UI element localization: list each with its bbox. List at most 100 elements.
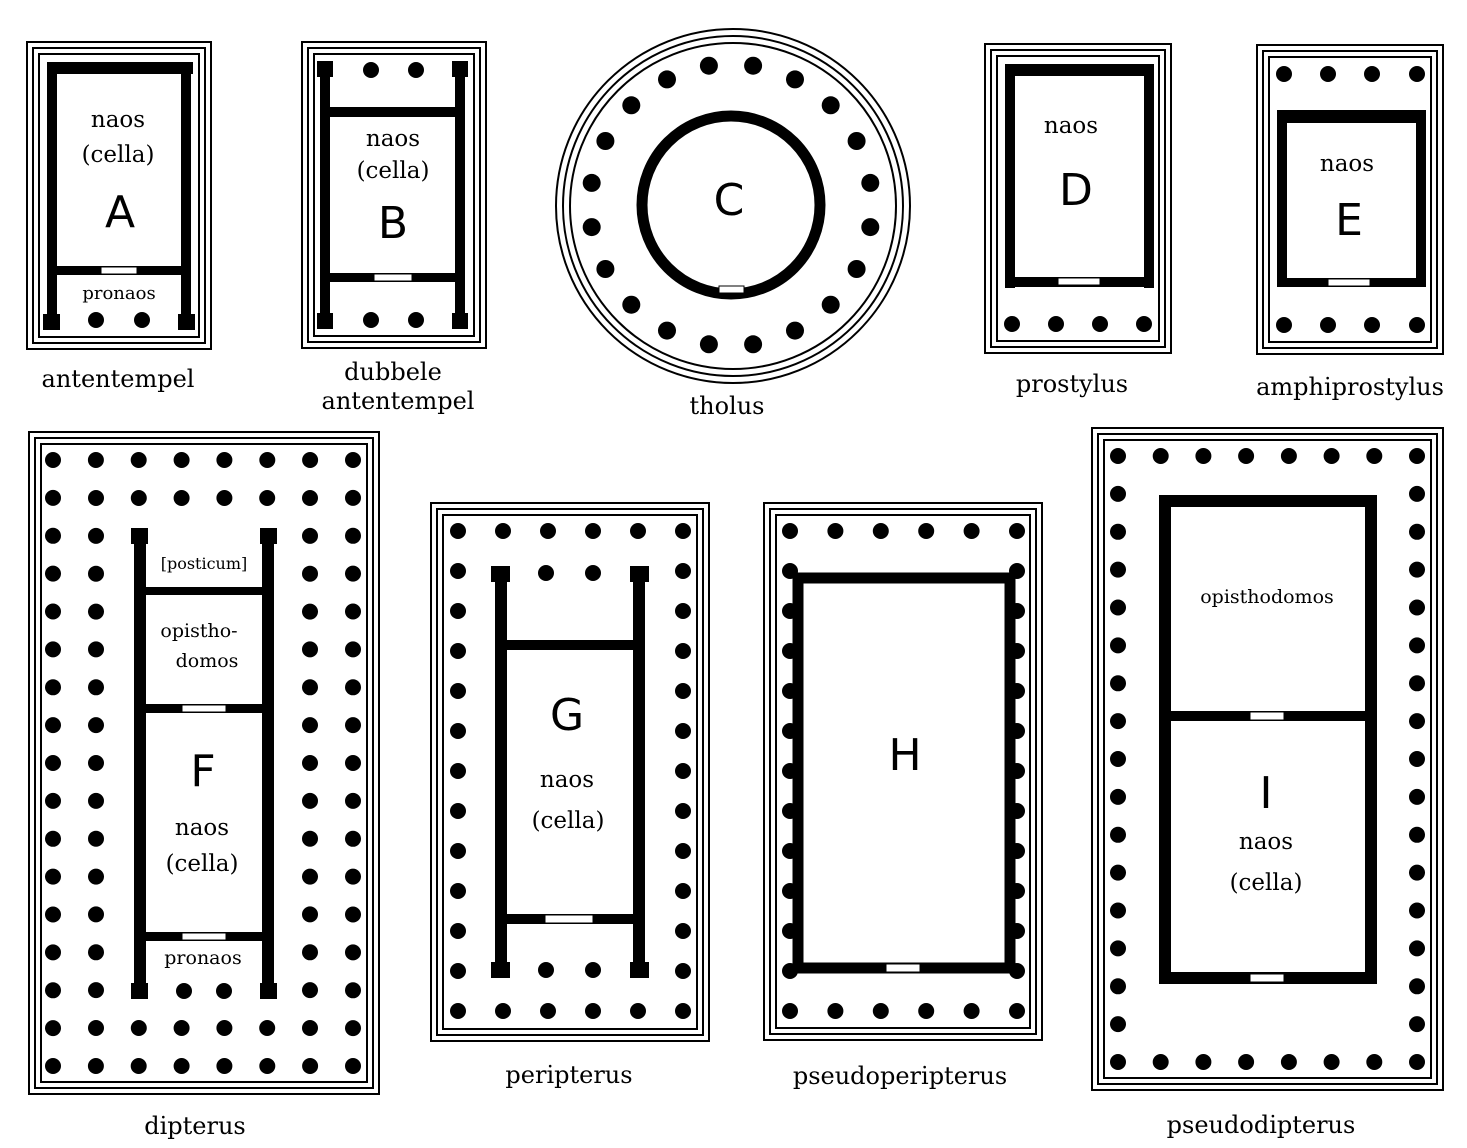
column-dot <box>45 679 61 696</box>
column-dot <box>1409 940 1425 957</box>
column-dot <box>675 603 691 619</box>
caption-pseudoperipterus: pseudoperipterus <box>793 1062 1007 1090</box>
column-dot <box>345 489 361 506</box>
column-dot <box>302 452 319 468</box>
column-dot <box>1409 1016 1425 1033</box>
column-dot <box>450 643 466 659</box>
column-dot <box>495 1003 511 1019</box>
columns <box>363 62 424 328</box>
column-dot <box>173 1020 190 1036</box>
door <box>885 963 921 973</box>
column-dot <box>1110 485 1126 502</box>
column-dot <box>302 565 318 582</box>
columns <box>450 523 691 1019</box>
column-dot <box>1110 978 1126 995</box>
column-dot <box>345 906 361 923</box>
column-dot <box>216 490 233 506</box>
column-dot <box>259 1020 276 1036</box>
column-dot <box>630 1003 646 1019</box>
label-cella: (cella) <box>166 851 239 877</box>
columns <box>582 56 880 354</box>
column-dot <box>259 490 276 506</box>
column-dot <box>1110 826 1126 843</box>
column-dot <box>302 792 318 809</box>
label-naos: naos <box>91 107 145 133</box>
column-dot <box>45 982 61 999</box>
plan-letter: I <box>1260 768 1273 819</box>
column-dot <box>1280 448 1297 464</box>
column-dot <box>1409 826 1425 843</box>
column-dot <box>302 944 318 961</box>
column-dot <box>450 603 466 619</box>
column-dot <box>450 723 466 739</box>
column-dot <box>1110 599 1126 616</box>
column-dot <box>173 452 190 468</box>
column-dot <box>1110 1016 1126 1033</box>
column-dot <box>302 679 318 696</box>
plan-letter: B <box>378 198 408 249</box>
column-dot <box>861 218 880 237</box>
column-dot <box>630 523 646 539</box>
column-dot <box>45 755 61 771</box>
stylobate-outline <box>28 431 380 1095</box>
column-dot <box>658 321 676 340</box>
column-dot <box>1195 1054 1212 1070</box>
column-dot <box>259 452 276 468</box>
columns <box>88 312 150 328</box>
door <box>718 285 745 294</box>
column-dot <box>88 755 104 771</box>
plan-letter: E <box>1335 195 1363 246</box>
door <box>181 704 227 941</box>
column-dot <box>450 683 466 699</box>
column-dot <box>675 563 691 579</box>
column-dot <box>1009 523 1025 539</box>
column-dot <box>87 1058 104 1074</box>
label-naos: naos <box>366 126 420 152</box>
columns <box>45 452 361 1074</box>
label-domos: domos <box>176 650 239 672</box>
label-naos: naos <box>175 815 229 841</box>
column-dot <box>345 603 361 620</box>
column-dot <box>450 803 466 819</box>
column-dot <box>45 868 61 885</box>
column-dot <box>1110 448 1126 464</box>
column-dot <box>1409 637 1425 654</box>
column-dot <box>1280 1054 1297 1070</box>
column-dot <box>1110 561 1126 578</box>
label-posticum: [posticum] <box>161 554 248 573</box>
column-dot <box>259 1058 276 1074</box>
column-dot <box>1110 1054 1126 1070</box>
column-dot <box>345 830 361 847</box>
column-dot <box>582 173 601 192</box>
column-dot <box>450 563 466 579</box>
column-dot <box>302 830 318 847</box>
label-cella: (cella) <box>532 808 605 834</box>
label-naos: naos <box>1239 829 1293 855</box>
column-dot <box>88 717 104 734</box>
column-dot <box>345 944 361 961</box>
column-dot <box>1152 1054 1169 1070</box>
column-dot <box>302 982 318 999</box>
column-dot <box>540 1003 556 1019</box>
label-opisthodomos: opisthodomos <box>1200 586 1334 608</box>
column-dot <box>45 944 61 961</box>
column-dot <box>45 527 61 544</box>
column-dot <box>88 868 104 885</box>
column-dot <box>173 490 190 506</box>
column-dot <box>1152 448 1169 464</box>
caption-antentempel: antentempel <box>42 365 195 393</box>
column-dot <box>675 763 691 779</box>
column-dot <box>45 603 61 620</box>
caption-antentempel: antentempel <box>322 387 475 415</box>
caption-dubbele: dubbele <box>344 358 442 386</box>
column-dot <box>1409 675 1425 692</box>
columns-pronaos <box>176 983 232 999</box>
column-dot <box>345 641 361 658</box>
column-dot <box>540 523 556 539</box>
plan-letter: A <box>105 187 135 238</box>
column-dot <box>302 906 318 923</box>
caption-amphiprostylus: amphiprostylus <box>1256 373 1444 401</box>
stylobate-outline <box>301 41 487 349</box>
column-dot <box>658 70 676 89</box>
column-dot <box>872 523 889 539</box>
